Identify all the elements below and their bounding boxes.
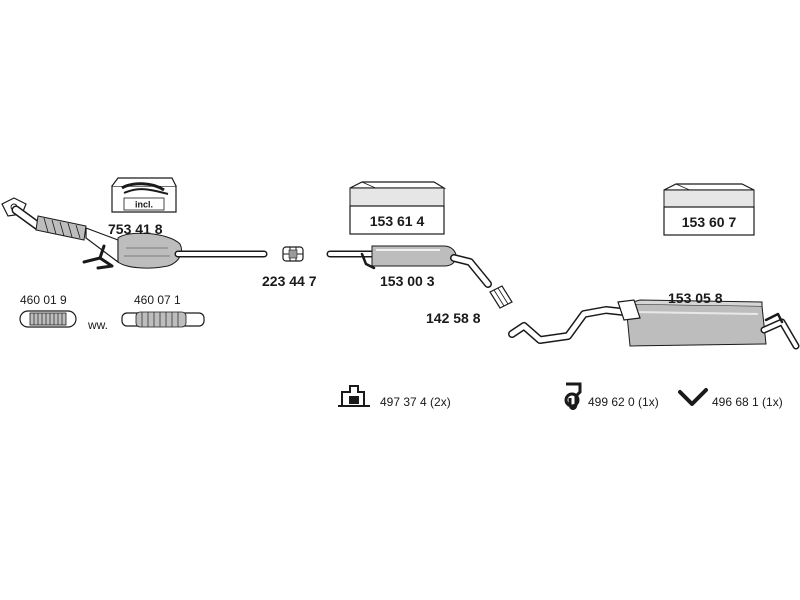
part-number-mount-kit-rear: 153 60 7 <box>682 214 737 230</box>
included-kit-box-icon: incl. <box>111 177 177 213</box>
included-tag: incl. <box>135 200 153 210</box>
part-number-rubber-ring: 499 62 0 (1x) <box>588 395 659 409</box>
part-number-bracket: 497 37 4 (2x) <box>380 395 451 409</box>
rubber-ring-icon <box>564 382 582 410</box>
hanger-icon <box>678 388 708 406</box>
flex-pipe-b[interactable] <box>121 311 205 328</box>
rear-silencer-assembly[interactable] <box>508 299 800 350</box>
flex-pipe-a[interactable] <box>19 310 77 328</box>
part-number-flex-pipe-a: 460 01 9 <box>20 293 67 307</box>
part-number-front-clamp: 223 44 7 <box>262 273 317 289</box>
bracket-icon <box>338 385 370 407</box>
part-number-rear-clamp: 142 58 8 <box>426 310 481 326</box>
centre-pipe-assembly[interactable] <box>326 245 492 288</box>
part-number-mount-kit-centre: 153 61 4 <box>370 213 425 229</box>
rear-clamp[interactable] <box>489 285 513 309</box>
mount-kit-centre-box[interactable] <box>349 181 447 235</box>
part-number-rear-silencer: 153 05 8 <box>668 290 723 306</box>
alternative-text: ww. <box>87 318 108 332</box>
front-clamp[interactable] <box>282 246 304 262</box>
mount-kit-rear-box[interactable] <box>663 183 755 236</box>
part-number-flex-pipe-b: 460 07 1 <box>134 293 181 307</box>
part-number-hanger: 496 68 1 (1x) <box>712 395 783 409</box>
part-number-centre-pipe: 153 00 3 <box>380 273 435 289</box>
part-number-catalytic-converter: 753 41 8 <box>108 221 163 237</box>
catalytic-converter-assembly[interactable] <box>1 197 268 270</box>
